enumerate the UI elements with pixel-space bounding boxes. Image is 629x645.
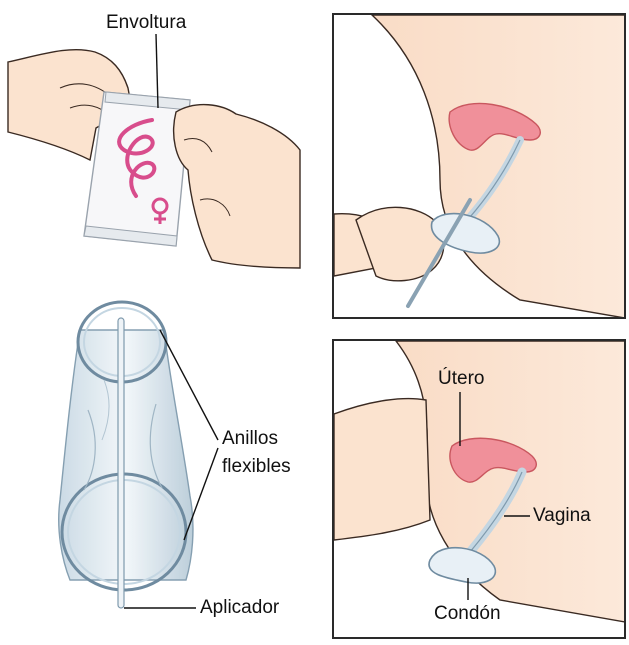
label-condom: Condón	[434, 603, 501, 625]
label-applicator: Aplicador	[200, 597, 279, 619]
label-vagina: Vagina	[533, 505, 591, 527]
insertion-panel-top	[333, 14, 625, 318]
label-flexible-rings-line1: Anillos	[222, 428, 278, 450]
condom-diagram	[59, 302, 218, 608]
right-hand	[174, 105, 300, 268]
label-wrapper: Envoltura	[106, 12, 186, 34]
hands-wrapper-scene	[8, 34, 300, 268]
label-flexible-rings-line2: flexibles	[222, 456, 291, 478]
label-uterus: Útero	[438, 368, 484, 390]
applicator-rod	[118, 318, 124, 608]
